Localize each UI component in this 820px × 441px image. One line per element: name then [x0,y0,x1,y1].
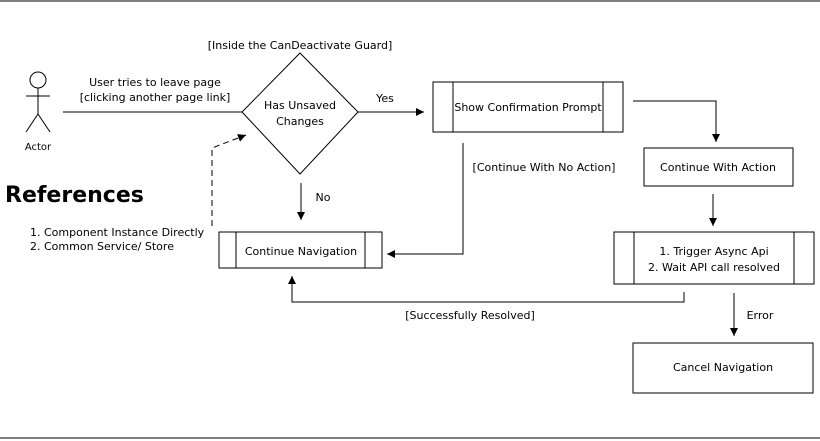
decision-label-2: Changes [276,115,324,128]
decision-label-1: Has Unsaved [264,99,336,112]
continue-action-box [643,147,794,187]
no-action-label: [Continue With No Action] [473,161,616,174]
cancel-box [632,342,814,394]
confirm-to-action-edge [633,100,720,142]
cancel-box-label: Cancel Navigation [673,361,773,374]
references-title: References [5,183,144,208]
actor-edge-label-1: User tries to leave page [89,76,221,89]
reference-item-1: 1. Component Instance Directly [30,226,205,239]
guard-label: [Inside the CanDeactivate Guard] [208,39,393,52]
actor-figure [25,71,51,133]
error-label: Error [747,309,774,322]
confirm-box [432,81,624,133]
continue-action-label: Continue With Action [660,161,776,174]
actor-label: Actor [25,142,52,153]
yes-label: Yes [375,92,394,105]
async-label-1: 1. Trigger Async Api [659,245,768,258]
continue-navigation-box [218,231,383,269]
resolved-edge [288,276,685,303]
reference-item-2: 2. Common Service/ Store [30,240,174,253]
actor-edge-label-2: [clicking another page link] [80,91,231,104]
no-label: No [316,191,331,204]
decision-diamond [241,52,359,175]
confirm-box-label: Show Confirmation Prompt [454,101,602,114]
async-box [613,231,815,285]
reference-dashed-edge [211,134,247,226]
resolved-label: [Successfully Resolved] [405,309,535,322]
continue-navigation-label: Continue Navigation [245,245,357,258]
async-label-2: 2. Wait API call resolved [648,261,780,274]
no-action-edge [387,143,464,258]
